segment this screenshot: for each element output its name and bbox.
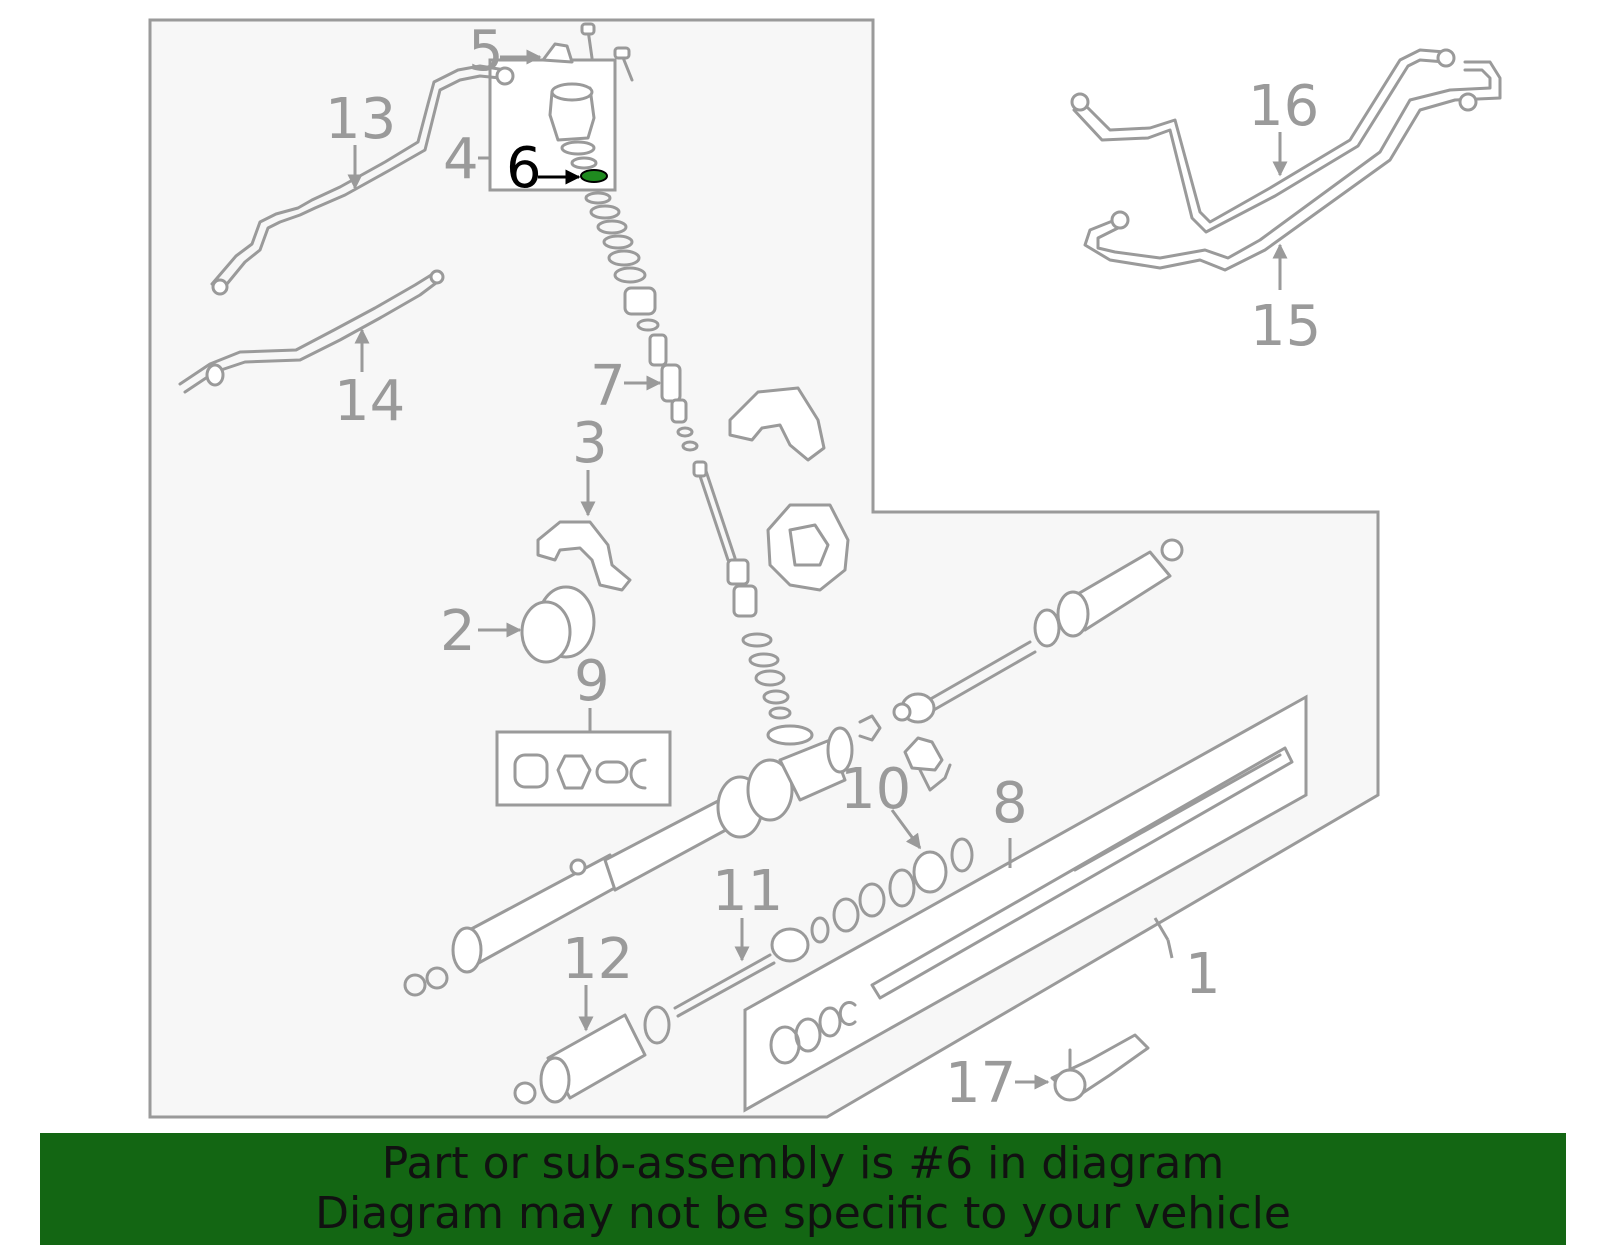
callout-1: 1: [1185, 942, 1221, 1007]
callout-13: 13: [325, 87, 396, 152]
clip-part: [858, 714, 882, 742]
part-3-clamp: [536, 520, 632, 592]
tie-rod-right: [892, 538, 1184, 724]
callout-1-leader: [1166, 939, 1174, 959]
part-5-cap: [541, 22, 634, 82]
part-15-line: [1083, 60, 1502, 272]
callout-12: 12: [562, 927, 633, 992]
callout-9: 9: [574, 649, 610, 714]
part-2-bushing: [520, 585, 596, 664]
callout-17: 17: [945, 1051, 1016, 1116]
part-16-line: [1070, 48, 1456, 234]
part-10-rings: [832, 837, 974, 933]
part-9-kit: [513, 753, 647, 790]
callout-10-arrow: [890, 809, 922, 850]
part-13-line: [210, 64, 515, 296]
rack-housing: [403, 724, 854, 997]
callout-8: 8: [992, 771, 1028, 836]
callout-5: 5: [468, 19, 504, 84]
callout-4: 4: [443, 127, 479, 192]
callout-1-leader-2: [1153, 917, 1170, 941]
part-17-tie-rod-end: [1050, 1033, 1150, 1102]
callout-15: 15: [1250, 294, 1321, 359]
part-7-seal-stack: [584, 191, 792, 720]
callout-14: 14: [334, 369, 405, 434]
banner-line-2: Diagram may not be specific to your vehi…: [315, 1188, 1291, 1239]
part-14-line: [178, 269, 445, 394]
bracket-part-2: [918, 763, 952, 792]
callout-2: 2: [440, 599, 476, 664]
part-8-rack: [769, 746, 1294, 1065]
part-6-seal[interactable]: [580, 169, 608, 183]
part-11-inner-tie-rod: [673, 916, 830, 1018]
callout-16: 16: [1248, 74, 1319, 139]
callout-7: 7: [590, 354, 626, 419]
part-4-valve-housing: [548, 82, 598, 170]
banner-line-1: Part or sub-assembly is #6 in diagram: [381, 1138, 1225, 1189]
callout-6[interactable]: 6: [506, 136, 542, 201]
info-banner: Part or sub-assembly is #6 in diagram Di…: [40, 1133, 1566, 1245]
part-12-boot: [513, 1005, 671, 1105]
bracket-part: [903, 736, 944, 772]
callout-11: 11: [712, 859, 783, 924]
callout-10: 10: [840, 757, 911, 822]
bushing-right: [766, 503, 850, 592]
clamp-right-upper: [728, 386, 826, 462]
callout-3: 3: [572, 411, 608, 476]
